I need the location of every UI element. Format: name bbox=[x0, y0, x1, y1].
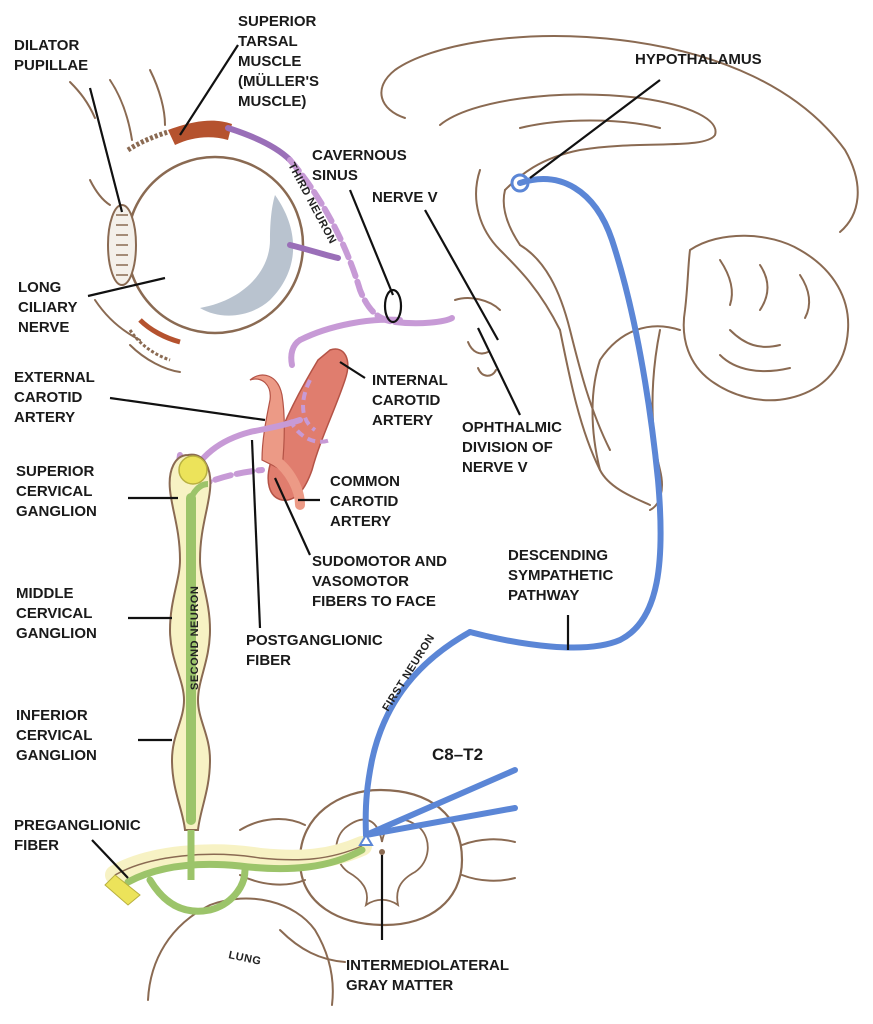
label-line: COMMON bbox=[330, 473, 400, 490]
label-line: ARTERY bbox=[372, 412, 433, 429]
superior-cervical-ganglion-body bbox=[178, 455, 208, 485]
label-line: MUSCLE bbox=[238, 53, 301, 70]
cavernous-sinus-ring bbox=[383, 288, 403, 324]
label-line: (MÜLLER'S bbox=[238, 73, 319, 90]
dilator-pupillae-muscle bbox=[116, 214, 128, 276]
label-descending-pathway: DESCENDING SYMPATHETIC PATHWAY bbox=[508, 547, 613, 604]
label-ophthalmic-division: OPHTHALMIC DIVISION OF NERVE V bbox=[462, 419, 562, 476]
label-line: NERVE V bbox=[462, 459, 528, 476]
retina bbox=[200, 195, 294, 316]
label-sudomotor: SUDOMOTOR AND VASOMOTOR FIBERS TO FACE bbox=[312, 553, 447, 610]
label-line: SUPERIOR bbox=[16, 463, 95, 480]
label-line: SINUS bbox=[312, 167, 358, 184]
label-line: DIVISION OF bbox=[462, 439, 553, 456]
label-external-carotid: EXTERNAL CAROTID ARTERY bbox=[14, 369, 95, 426]
descending-sympathetic-axon bbox=[467, 176, 664, 651]
label-inferior-cervical: INFERIOR CERVICAL GANGLION bbox=[16, 707, 97, 764]
label-line: CAROTID bbox=[372, 392, 440, 409]
label-line: NERVE bbox=[18, 319, 69, 336]
label-line: MIDDLE bbox=[16, 585, 74, 602]
label-line: SUDOMOTOR AND bbox=[312, 553, 447, 570]
first-neuron-axon bbox=[362, 629, 473, 838]
label-line: LONG bbox=[18, 279, 61, 296]
label-line: CERVICAL bbox=[16, 483, 92, 500]
label-line: INTERNAL bbox=[372, 372, 448, 389]
label-line: ARTERY bbox=[14, 409, 75, 426]
label-line: OPHTHALMIC bbox=[462, 419, 562, 436]
label-middle-cervical: MIDDLE CERVICAL GANGLION bbox=[16, 585, 97, 642]
label-line: PREGANGLIONIC bbox=[14, 817, 141, 834]
label-internal-carotid: INTERNAL CAROTID ARTERY bbox=[372, 372, 448, 429]
label-line: NERVE V bbox=[372, 189, 438, 206]
label-line: FIBER bbox=[14, 837, 59, 854]
label-line: PUPILLAE bbox=[14, 57, 88, 74]
label-preganglionic: PREGANGLIONIC FIBER bbox=[14, 817, 141, 854]
label-line: CERVICAL bbox=[16, 727, 92, 744]
first-neuron-pathway bbox=[358, 173, 664, 846]
label-line: CILIARY bbox=[18, 299, 77, 316]
label-line: C8–T2 bbox=[432, 745, 483, 764]
label-superior-tarsal: SUPERIOR TARSAL MUSCLE (MÜLLER'S MUSCLE) bbox=[238, 13, 319, 110]
label-line: DILATOR bbox=[14, 37, 79, 54]
label-postganglionic: POSTGANGLIONIC FIBER bbox=[246, 632, 383, 669]
label-line: GRAY MATTER bbox=[346, 977, 453, 994]
label-line: FIBER bbox=[246, 652, 291, 669]
external-carotid-artery-shape bbox=[249, 374, 285, 471]
label-line: CAROTID bbox=[14, 389, 82, 406]
label-line: INFERIOR bbox=[16, 707, 88, 724]
label-nerve-v: NERVE V bbox=[372, 189, 438, 206]
label-line: SUPERIOR bbox=[238, 13, 317, 30]
label-line: VASOMOTOR bbox=[312, 573, 409, 590]
label-line: DESCENDING bbox=[508, 547, 608, 564]
lung-label: LUNG bbox=[227, 949, 262, 968]
cerebellum bbox=[682, 234, 850, 402]
label-intermediolateral: INTERMEDIOLATERAL GRAY MATTER bbox=[346, 957, 509, 994]
pituitary-region bbox=[467, 341, 497, 377]
label-c8-t2: C8–T2 bbox=[432, 745, 483, 764]
preganglionic-fibers bbox=[104, 830, 372, 915]
label-line: GANGLION bbox=[16, 625, 97, 642]
label-line: GANGLION bbox=[16, 503, 97, 520]
leader-lines bbox=[87, 44, 661, 940]
eye bbox=[69, 69, 305, 373]
gray-matter-butterfly bbox=[335, 818, 429, 908]
label-line: FIBERS TO FACE bbox=[312, 593, 436, 610]
label-line: INTERMEDIOLATERAL bbox=[346, 957, 509, 974]
label-line: TARSAL bbox=[238, 33, 298, 50]
label-line: SYMPATHETIC bbox=[508, 567, 613, 584]
brain-outline bbox=[380, 35, 859, 506]
label-superior-cervical: SUPERIOR CERVICAL GANGLION bbox=[16, 463, 97, 520]
first-neuron-label: FIRST NEURON bbox=[380, 632, 437, 713]
second-neuron-label: SECOND NEURON bbox=[189, 586, 201, 690]
label-cavernous-sinus: CAVERNOUS SINUS bbox=[312, 147, 407, 184]
label-hypothalamus: HYPOTHALAMUS bbox=[635, 51, 762, 68]
label-line: CERVICAL bbox=[16, 605, 92, 622]
label-line: HYPOTHALAMUS bbox=[635, 51, 762, 68]
label-common-carotid: COMMON CAROTID ARTERY bbox=[330, 473, 400, 530]
label-line: MUSCLE) bbox=[238, 93, 306, 110]
label-line: POSTGANGLIONIC bbox=[246, 632, 383, 649]
label-long-ciliary: LONG CILIARY NERVE bbox=[18, 279, 77, 336]
label-dilator-pupillae: DILATOR PUPILLAE bbox=[14, 37, 88, 74]
label-line: GANGLION bbox=[16, 747, 97, 764]
label-line: EXTERNAL bbox=[14, 369, 95, 386]
brainstem bbox=[519, 244, 663, 511]
label-line: CAVERNOUS bbox=[312, 147, 407, 164]
label-line: PATHWAY bbox=[508, 587, 579, 604]
label-line: ARTERY bbox=[330, 513, 391, 530]
superior-tarsal-muscle bbox=[168, 120, 232, 145]
label-line: CAROTID bbox=[330, 493, 398, 510]
